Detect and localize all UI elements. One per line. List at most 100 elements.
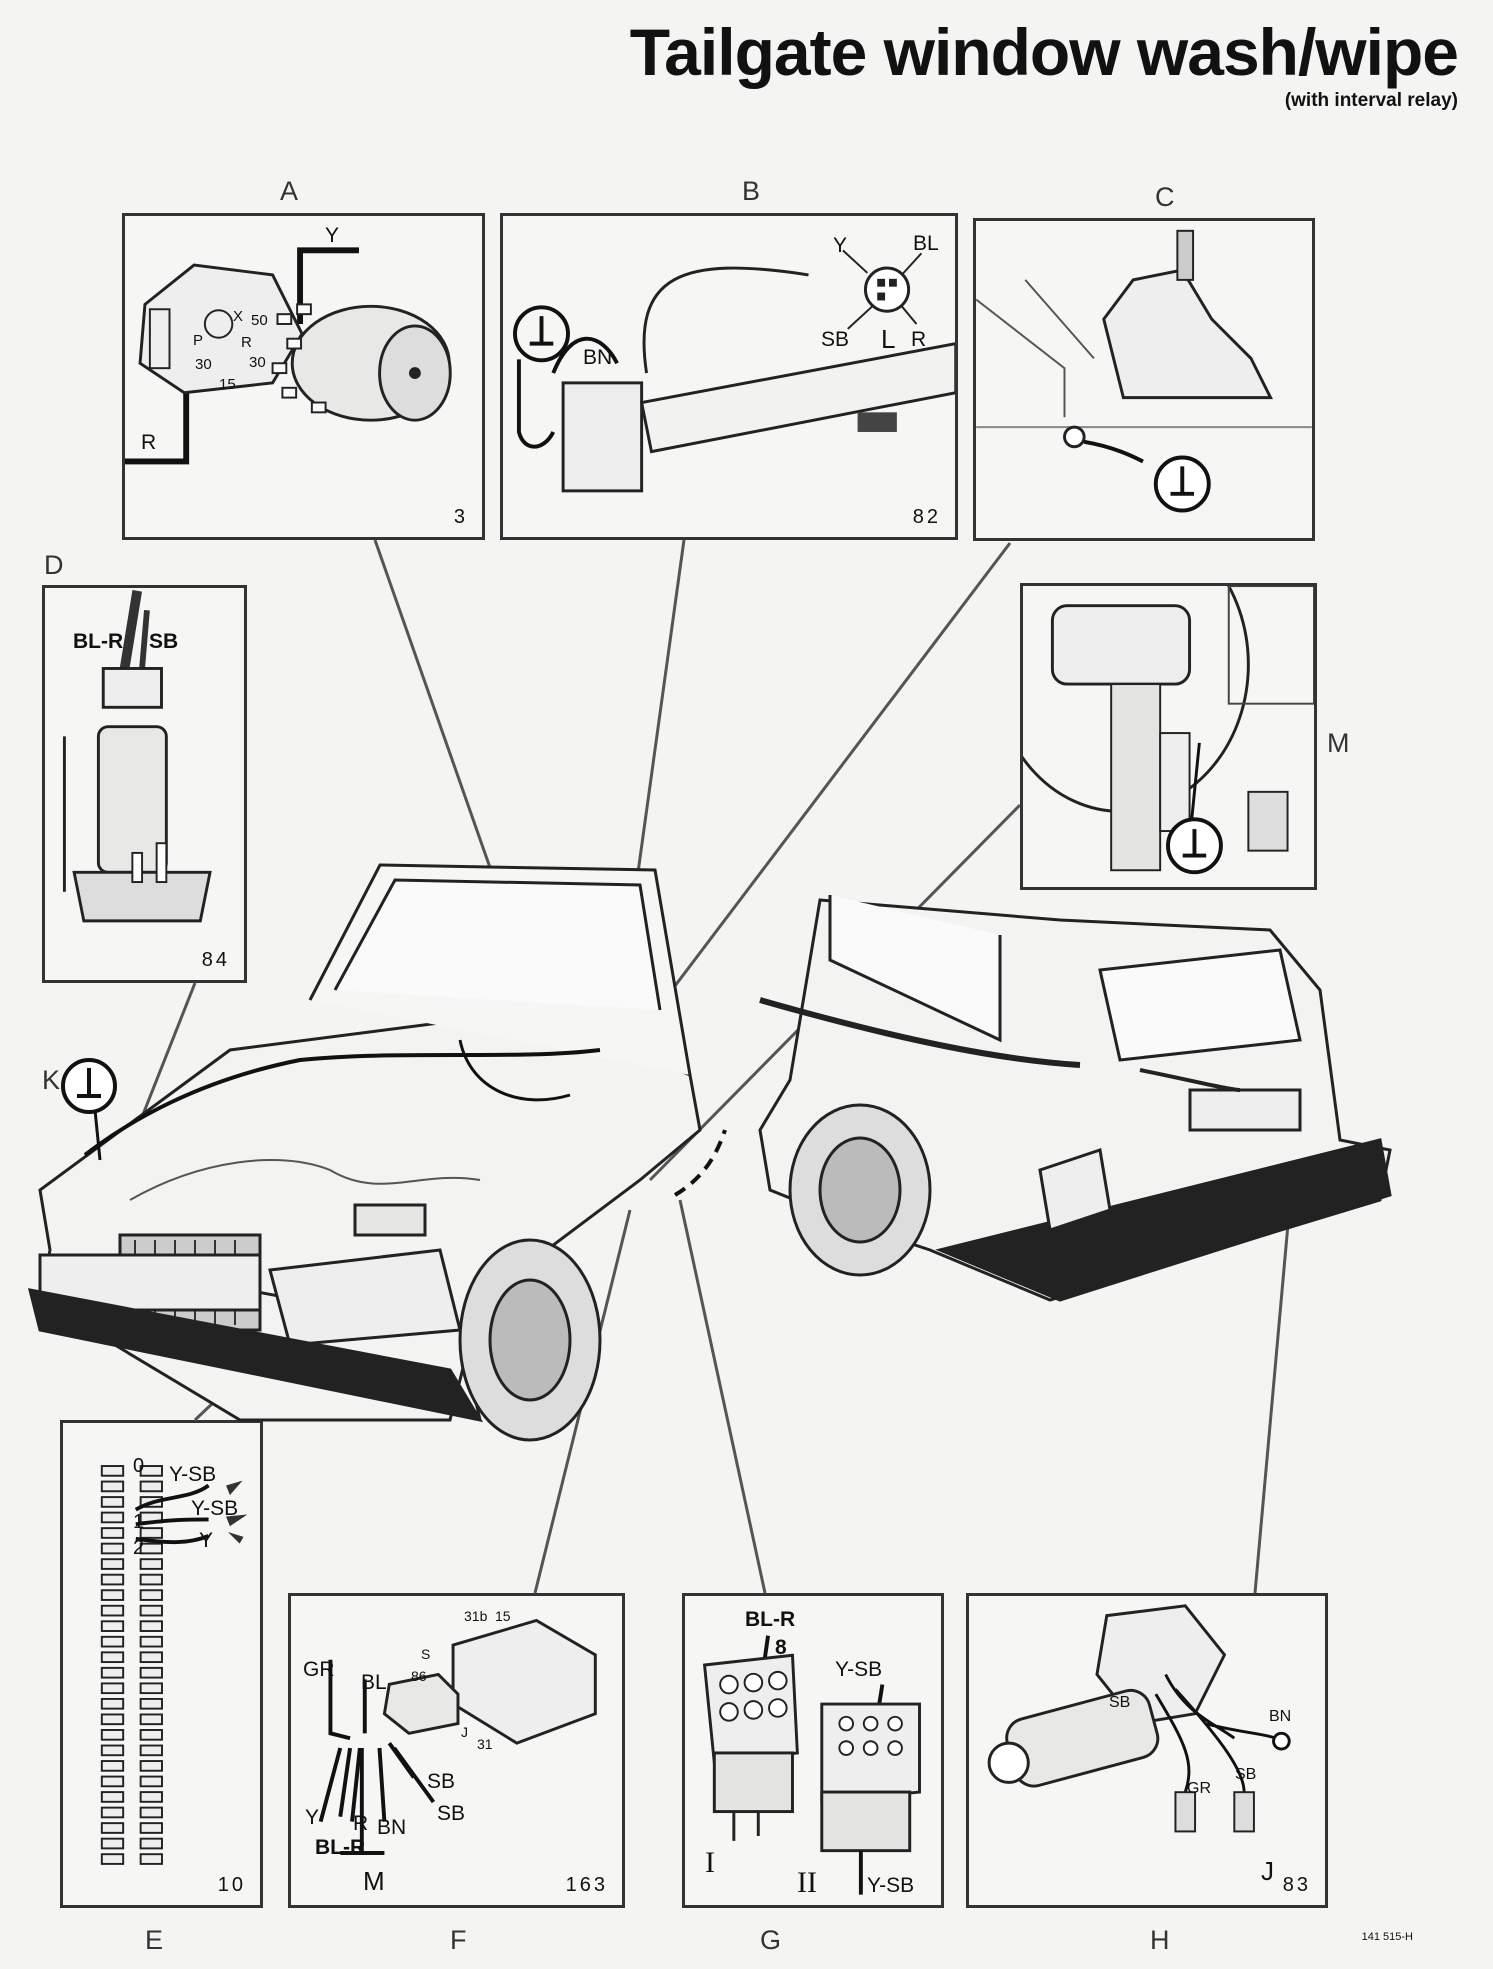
pin-number-8: 8	[775, 1636, 787, 1659]
wire-label-bl: BL	[913, 232, 939, 255]
fuse	[139, 1682, 163, 1695]
wire-label-r: R	[141, 431, 157, 454]
terminal-j: J	[461, 1724, 468, 1740]
terminal-30-left: 30	[195, 356, 212, 373]
panel-a-ignition-switch: Y R X 50 P R 30 30 15 3	[122, 213, 485, 540]
wire-label-bl-r: BL-R	[315, 1836, 366, 1859]
wire-label-sb: SB	[821, 328, 850, 351]
fuse	[100, 1635, 125, 1648]
fuse	[100, 1527, 125, 1539]
wire-label-sb-motor: SB	[1109, 1694, 1131, 1711]
stalk-switch-illustration	[513, 249, 955, 493]
wire-label-y-sb-bottom: Y-SB	[867, 1874, 915, 1897]
fuse	[139, 1573, 163, 1586]
wire-label-r: R	[911, 328, 927, 351]
fuse	[139, 1604, 163, 1617]
connector-roman-i: I	[705, 1846, 715, 1879]
panel-e-number: 10	[217, 1874, 246, 1896]
fuse	[139, 1775, 163, 1788]
fuse	[139, 1791, 163, 1803]
fuse-box-illustration	[100, 1465, 248, 1865]
panel-a-number: 3	[453, 506, 468, 528]
panel-letter-b: B	[742, 176, 761, 206]
wire-label-bl-r: BL-R	[73, 630, 124, 653]
ground-label-l: L	[881, 324, 896, 354]
wire-label-gr: GR	[1187, 1780, 1211, 1797]
wire-label-gr: GR	[303, 1658, 335, 1681]
washer-pump-illustration	[62, 590, 212, 923]
fuse	[100, 1791, 125, 1803]
terminal-31: 31	[477, 1736, 493, 1752]
fuse	[100, 1853, 125, 1865]
fuse	[100, 1697, 125, 1710]
fuse	[100, 1744, 125, 1757]
wire-label-bn: BN	[583, 346, 613, 369]
fuse	[139, 1465, 163, 1477]
panel-f-number: 163	[565, 1874, 608, 1896]
terminal-31b: 31b	[464, 1608, 488, 1624]
fuse	[100, 1511, 125, 1524]
terminal-86: 86	[411, 1668, 427, 1684]
wire-label-y-sb-top: Y-SB	[835, 1658, 883, 1681]
ground-label-j: J	[1261, 1856, 1274, 1886]
fuse	[139, 1713, 163, 1726]
terminal-s: S	[421, 1646, 431, 1662]
wiper-motor-illustration	[987, 1604, 1291, 1833]
console-ground-illustration	[976, 229, 1312, 513]
fuse	[139, 1729, 163, 1741]
fuse	[139, 1620, 163, 1632]
fuse	[100, 1682, 125, 1695]
panel-letter-c: C	[1155, 182, 1175, 212]
fuse	[100, 1558, 125, 1570]
panel-letter-e: E	[145, 1925, 164, 1955]
fuse	[100, 1542, 125, 1555]
fuse	[100, 1573, 125, 1586]
fuse	[139, 1651, 163, 1664]
terminal-30-right: 30	[249, 354, 266, 371]
fuse	[139, 1635, 163, 1648]
fuse	[139, 1527, 163, 1539]
fuse	[100, 1760, 125, 1772]
diagram-title: Tailgate window wash/wipe	[629, 15, 1459, 89]
terminal-r: R	[241, 334, 252, 351]
fuse	[139, 1480, 163, 1493]
fuse	[139, 1853, 163, 1865]
front-car	[27, 863, 702, 1442]
fuse	[139, 1697, 163, 1710]
ignition-switch-illustration	[125, 247, 452, 465]
terminal-15: 15	[219, 376, 236, 393]
connectors-illustration	[702, 1635, 921, 1895]
leader-line-g	[678, 1199, 767, 1594]
fuse	[100, 1666, 125, 1679]
fuse	[100, 1589, 125, 1601]
fuse-position-2: 2	[133, 1537, 145, 1559]
panel-letter-g: G	[760, 1925, 782, 1955]
wire-label-bn: BN	[1269, 1708, 1292, 1725]
panel-c-ground-point	[973, 218, 1315, 541]
wire-label-bl-r: BL-R	[745, 1608, 796, 1631]
fuse	[139, 1837, 163, 1850]
panel-h-wiper-motor: SB BN SB GR J 83	[966, 1593, 1328, 1908]
wire-label-y-sb-2: Y-SB	[191, 1497, 239, 1520]
panel-letter-k: K	[42, 1065, 61, 1095]
drawing-reference-code: 141 515-H	[1361, 1931, 1413, 1943]
fuse	[100, 1604, 125, 1617]
wire-label-sb-2: SB	[437, 1802, 466, 1825]
fuse	[139, 1558, 163, 1570]
wire-label-y: Y	[199, 1529, 214, 1552]
wire-label-sb: SB	[149, 630, 179, 653]
terminal-p: P	[193, 332, 204, 349]
panel-g-connectors: BL-R 8 Y-SB Y-SB I II	[682, 1593, 944, 1908]
panel-letter-m: M	[1327, 728, 1350, 758]
panel-e-fuse-box: 0 1 2 Y-SB Y-SB Y 10	[60, 1420, 263, 1908]
panel-b-number: 82	[912, 506, 941, 528]
fuse	[139, 1760, 163, 1772]
fuse	[100, 1729, 125, 1741]
fuse	[100, 1822, 125, 1834]
panel-d-washer-pump: BL-R SB 84	[42, 585, 247, 983]
terminal-50: 50	[251, 312, 268, 329]
fuse	[100, 1775, 125, 1788]
panel-m-dashboard-ground	[1020, 583, 1317, 890]
fuse	[139, 1589, 163, 1601]
